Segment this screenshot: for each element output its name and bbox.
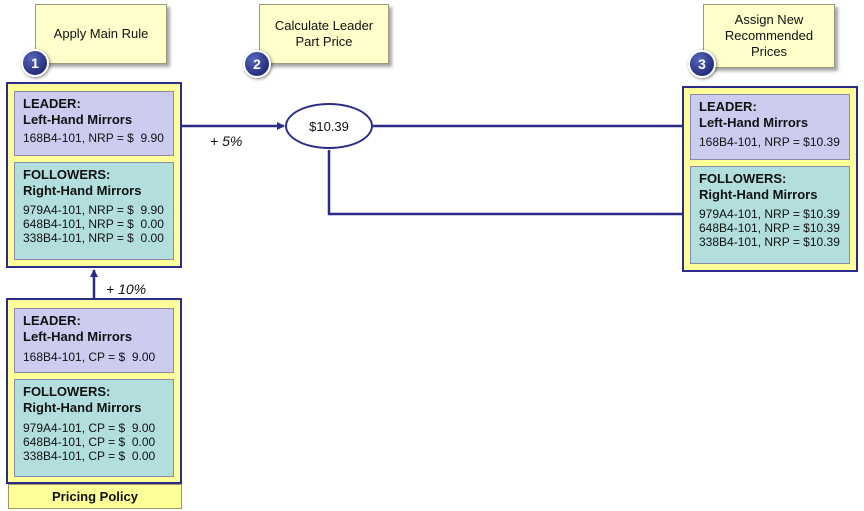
increase-label-right: + 5% <box>210 133 243 149</box>
followers-heading: FOLLOWERS: <box>23 384 111 399</box>
leader-heading: LEADER: <box>23 313 81 328</box>
followers-subheading: Right-Hand Mirrors <box>699 187 818 202</box>
leader-subheading: Left-Hand Mirrors <box>23 112 133 127</box>
follower-price-line: 979A4-101, CP = $ 9.00 <box>23 421 156 435</box>
new-prices-followers-panel: FOLLOWERS: Right-Hand Mirrors 979A4-101,… <box>690 166 850 264</box>
leader-subheading: Left-Hand Mirrors <box>699 115 809 130</box>
follower-price-line: 648B4-101, NRP = $10.39 <box>699 221 840 235</box>
step-note-text: Calculate Leader Part Price <box>274 18 374 49</box>
followers-heading: FOLLOWERS: <box>699 171 787 186</box>
step-note-calculate-leader-price: Calculate Leader Part Price <box>259 4 389 64</box>
followers-heading: FOLLOWERS: <box>23 167 111 182</box>
step-note-assign-new-prices: Assign New Recommended Prices <box>703 4 835 68</box>
leader-price-ellipse: $10.39 <box>285 103 373 149</box>
follower-price-line: 338B4-101, NRP = $ 0.00 <box>23 231 164 245</box>
pricing-policy-label-text: Pricing Policy <box>52 489 138 504</box>
follower-price-line: 979A4-101, NRP = $10.39 <box>699 207 840 221</box>
main-rule-followers-panel: FOLLOWERS: Right-Hand Mirrors 979A4-101,… <box>14 162 174 260</box>
pricing-policy-label: Pricing Policy <box>8 484 182 509</box>
leader-heading: LEADER: <box>23 96 81 111</box>
main-rule-leader-panel: LEADER: Left-Hand Mirrors 168B4-101, NRP… <box>14 91 174 156</box>
pricing-policy-group: LEADER: Left-Hand Mirrors 168B4-101, CP … <box>6 298 182 484</box>
arrow-price-to-new-followers <box>327 150 691 218</box>
follower-price-line: 338B4-101, NRP = $10.39 <box>699 235 840 249</box>
followers-subheading: Right-Hand Mirrors <box>23 183 142 198</box>
step-note-text: Apply Main Rule <box>53 26 149 41</box>
main-rule-group: LEADER: Left-Hand Mirrors 168B4-101, NRP… <box>6 82 182 268</box>
step-note-text: Assign New Recommended Prices <box>724 12 814 59</box>
policy-leader-panel: LEADER: Left-Hand Mirrors 168B4-101, CP … <box>14 308 174 373</box>
followers-subheading: Right-Hand Mirrors <box>23 400 142 415</box>
new-prices-leader-panel: LEADER: Left-Hand Mirrors 168B4-101, NRP… <box>690 94 850 160</box>
step-badge-number: 2 <box>253 56 261 72</box>
step-badge-2: 2 <box>243 50 271 78</box>
leader-price-line: 168B4-101, NRP = $10.39 <box>699 135 840 149</box>
step-badge-number: 1 <box>31 55 39 71</box>
leader-heading: LEADER: <box>699 99 757 114</box>
leader-subheading: Left-Hand Mirrors <box>23 329 133 344</box>
step-badge-1: 1 <box>21 49 49 77</box>
follower-price-line: 648B4-101, CP = $ 0.00 <box>23 435 156 449</box>
follower-price-line: 338B4-101, CP = $ 0.00 <box>23 449 156 463</box>
policy-followers-panel: FOLLOWERS: Right-Hand Mirrors 979A4-101,… <box>14 379 174 477</box>
step-badge-number: 3 <box>698 56 706 72</box>
step-badge-3: 3 <box>688 50 716 78</box>
step-note-apply-main-rule: Apply Main Rule <box>35 4 167 64</box>
leader-price-value: $10.39 <box>309 118 349 134</box>
follower-price-line: 648B4-101, NRP = $ 0.00 <box>23 217 164 231</box>
follower-price-line: 979A4-101, NRP = $ 9.90 <box>23 203 164 217</box>
leader-price-line: 168B4-101, NRP = $ 9.90 <box>23 131 164 145</box>
increase-label-up: + 10% <box>106 281 147 297</box>
new-prices-group: LEADER: Left-Hand Mirrors 168B4-101, NRP… <box>682 86 858 272</box>
leader-price-line: 168B4-101, CP = $ 9.00 <box>23 350 156 364</box>
